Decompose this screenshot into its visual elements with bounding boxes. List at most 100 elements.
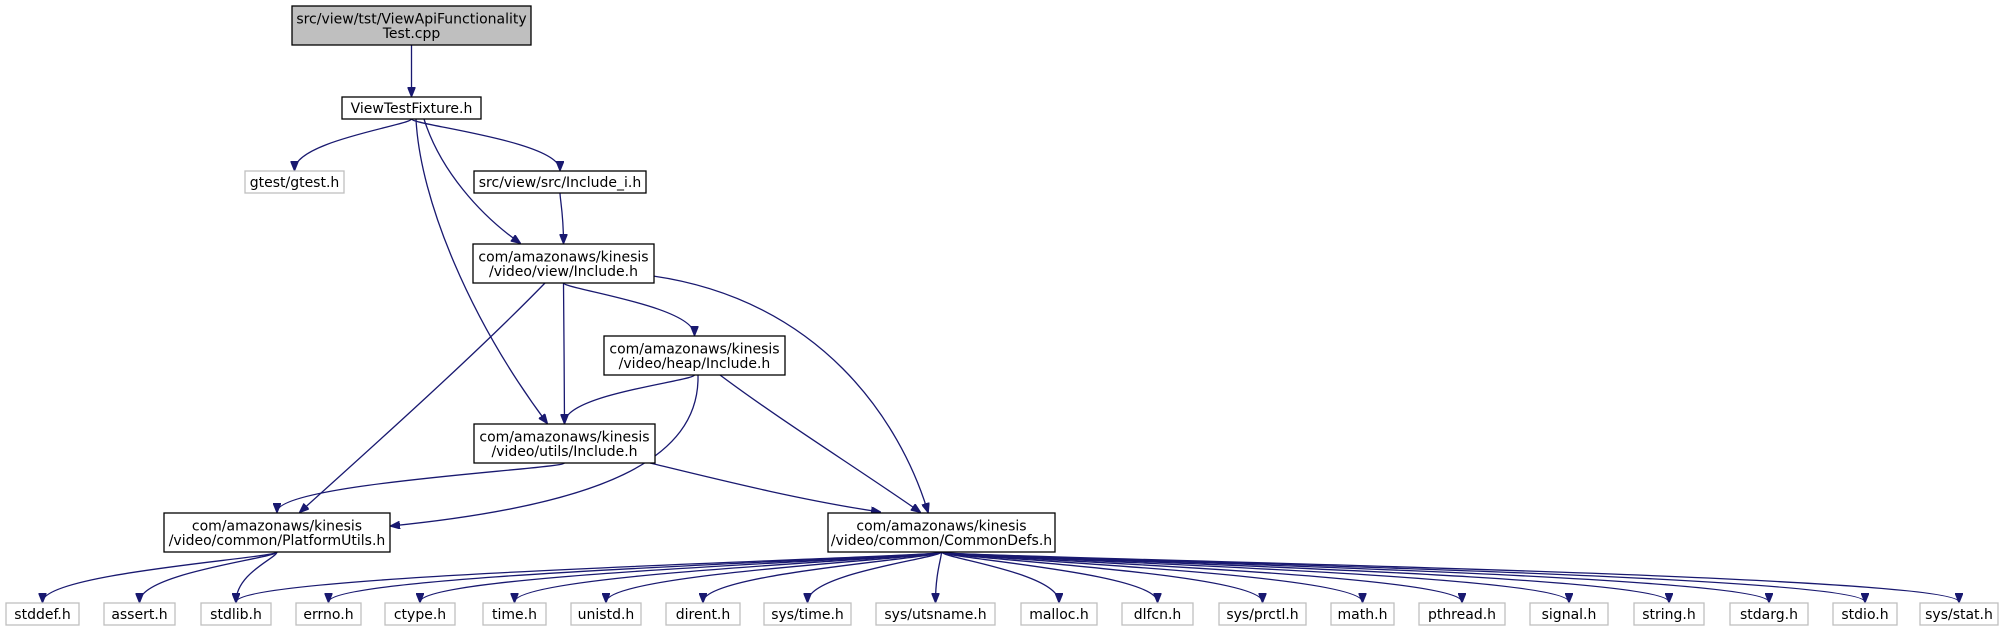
- node-box: [1832, 602, 1898, 626]
- node-pthread: pthread.h: [1418, 602, 1506, 626]
- edge-viewtestfixture-to-view_include: [423, 118, 520, 243]
- edge-arrow: [300, 282, 546, 512]
- edge-commondefs-to-unistd: [606, 551, 943, 602]
- node-box: [473, 423, 656, 464]
- node-utils_include[interactable]: com/amazonaws/kinesis/video/utils/Includ…: [473, 423, 656, 464]
- node-label: stdarg.h: [1740, 607, 1798, 623]
- node-box: [295, 602, 362, 626]
- node-root[interactable]: src/view/tst/ViewApiFunctionalityTest.cp…: [291, 5, 532, 46]
- node-systime: sys/time.h: [763, 602, 852, 626]
- node-sysstat: sys/stat.h: [1919, 602, 1999, 626]
- node-label: /video/view/Include.h: [489, 264, 638, 280]
- edge-arrow: [565, 374, 696, 423]
- node-label: stdlib.h: [210, 607, 262, 623]
- node-dirent: dirent.h: [665, 602, 741, 626]
- node-box: [603, 335, 786, 376]
- node-box: [1418, 602, 1506, 626]
- edge-layer: [43, 45, 1960, 602]
- node-box: [5, 602, 80, 626]
- node-label: signal.h: [1542, 607, 1597, 623]
- edge-view_include-to-heap_include: [562, 282, 695, 335]
- node-label: assert.h: [111, 607, 167, 623]
- node-commondefs[interactable]: com/amazonaws/kinesis/video/common/Commo…: [827, 512, 1056, 553]
- edge-arrow: [940, 551, 1060, 602]
- node-include_i[interactable]: src/view/src/Include_i.h: [473, 170, 647, 194]
- node-stdlib: stdlib.h: [200, 602, 272, 626]
- edge-arrow: [564, 282, 565, 423]
- node-label: sys/time.h: [771, 607, 844, 623]
- node-box: [1330, 602, 1395, 626]
- node-label: src/view/src/Include_i.h: [479, 175, 641, 191]
- node-label: /video/common/CommonDefs.h: [831, 533, 1052, 549]
- node-box: [482, 602, 547, 626]
- node-label: /video/common/PlatformUtils.h: [169, 533, 386, 549]
- node-label: com/amazonaws/kinesis: [609, 341, 779, 357]
- node-box: [1218, 602, 1307, 626]
- node-platformutils[interactable]: com/amazonaws/kinesis/video/common/Platf…: [163, 512, 391, 553]
- edge-arrow: [936, 551, 943, 602]
- node-box: [1729, 602, 1809, 626]
- node-unistd: unistd.h: [570, 602, 642, 626]
- node-dlfcn: dlfcn.h: [1121, 602, 1194, 626]
- edge-arrow: [391, 374, 699, 526]
- node-string: string.h: [1633, 602, 1705, 626]
- edge-arrow: [562, 282, 695, 335]
- node-box: [665, 602, 741, 626]
- edge-arrow: [808, 551, 943, 602]
- node-box: [473, 170, 647, 194]
- node-box: [875, 602, 996, 626]
- node-stdarg: stdarg.h: [1729, 602, 1809, 626]
- node-viewtestfixture[interactable]: ViewTestFixture.h: [341, 96, 482, 120]
- node-box: [827, 512, 1056, 553]
- node-label: malloc.h: [1029, 607, 1089, 623]
- node-label: com/amazonaws/kinesis: [479, 429, 649, 445]
- node-label: string.h: [1642, 607, 1696, 623]
- node-box: [341, 96, 482, 120]
- node-box: [244, 170, 345, 194]
- node-box: [200, 602, 272, 626]
- node-sysprctl: sys/prctl.h: [1218, 602, 1307, 626]
- edge-commondefs-to-systime: [808, 551, 943, 602]
- node-label: /video/heap/Include.h: [619, 356, 771, 372]
- node-box: [1020, 602, 1098, 626]
- edge-arrow: [652, 275, 928, 512]
- edge-view_include-to-platformutils: [300, 282, 546, 512]
- edge-viewtestfixture-to-include_i: [410, 118, 561, 170]
- node-label: math.h: [1338, 607, 1388, 623]
- node-label: com/amazonaws/kinesis: [478, 249, 648, 265]
- edge-include_i-to-view_include: [559, 192, 564, 243]
- node-label: stdio.h: [1841, 607, 1888, 623]
- node-label: ViewTestFixture.h: [351, 101, 473, 117]
- edge-platformutils-to-stdlib: [236, 551, 278, 602]
- node-label: errno.h: [303, 607, 353, 623]
- edge-commondefs-to-sysstat: [940, 551, 1960, 602]
- node-label: com/amazonaws/kinesis: [192, 518, 362, 534]
- edge-utils_include-to-platformutils: [277, 462, 566, 512]
- edge-heap_include-to-platformutils: [391, 374, 699, 526]
- node-label: /video/utils/Include.h: [491, 444, 637, 460]
- edge-commondefs-to-malloc: [940, 551, 1060, 602]
- node-label: pthread.h: [1428, 607, 1496, 623]
- node-heap_include[interactable]: com/amazonaws/kinesis/video/heap/Include…: [603, 335, 786, 376]
- node-box: [570, 602, 642, 626]
- node-label: src/view/tst/ViewApiFunctionality: [296, 11, 526, 27]
- node-label: stddef.h: [14, 607, 70, 623]
- node-box: [472, 243, 655, 284]
- node-label: unistd.h: [578, 607, 635, 623]
- edge-utils_include-to-commondefs: [649, 462, 880, 512]
- node-label: sys/stat.h: [1925, 607, 1993, 623]
- edge-arrow: [719, 374, 920, 512]
- node-box: [163, 512, 391, 553]
- edge-commondefs-to-sysutsname: [936, 551, 943, 602]
- edge-arrow: [649, 462, 880, 512]
- node-label: ctype.h: [394, 607, 446, 623]
- edge-arrow: [295, 118, 413, 170]
- node-box: [1121, 602, 1194, 626]
- edge-view_include-to-commondefs: [652, 275, 928, 512]
- edge-arrow: [43, 551, 278, 602]
- node-stddef: stddef.h: [5, 602, 80, 626]
- node-view_include[interactable]: com/amazonaws/kinesis/video/view/Include…: [472, 243, 655, 284]
- node-label: sys/utsname.h: [884, 607, 986, 623]
- edge-platformutils-to-assert: [140, 551, 278, 602]
